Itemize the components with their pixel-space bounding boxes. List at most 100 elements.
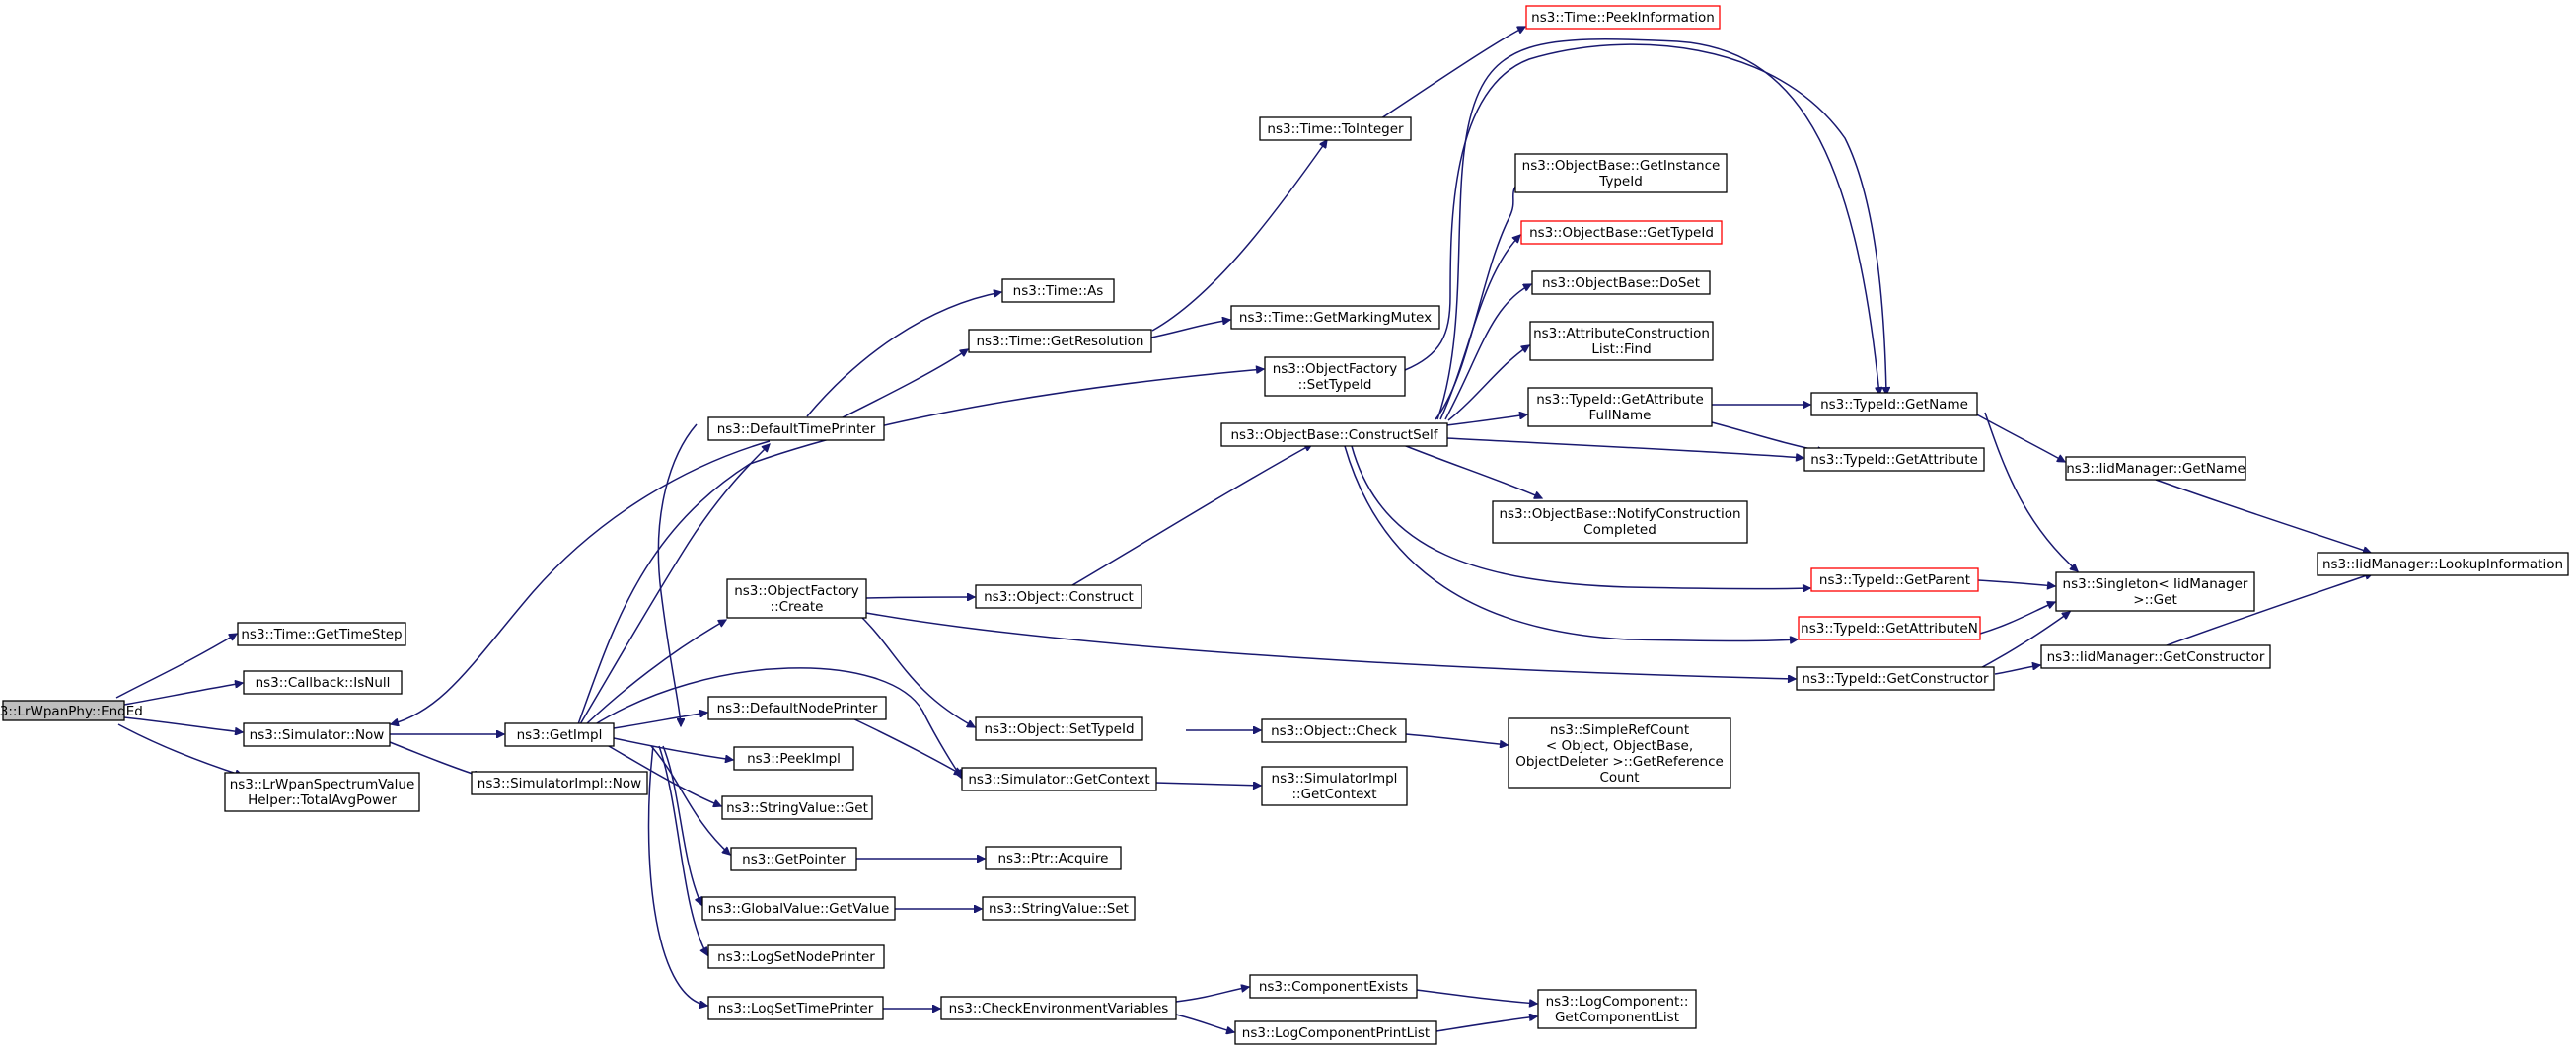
node-ns3-globalvalue-getvalue[interactable]: ns3::GlobalValue::GetValue bbox=[701, 896, 896, 921]
edge-getparent-singletonget bbox=[1977, 579, 2055, 586]
node-ns3-checkenvironmentvariables[interactable]: ns3::CheckEnvironmentVariables bbox=[940, 996, 1177, 1020]
node-ns3-typeid-getname[interactable]: ns3::TypeId::GetName bbox=[1810, 392, 1978, 416]
node-ns3-time-peekinformation[interactable]: ns3::Time::PeekInformation bbox=[1525, 5, 1721, 30]
node-ns3-typeid-getparent[interactable]: ns3::TypeId::GetParent bbox=[1810, 567, 1979, 592]
node-ns3-defaultnodeprinter[interactable]: ns3::DefaultNodePrinter bbox=[707, 696, 887, 720]
node-ns3-stringvalue-get[interactable]: ns3::StringValue::Get bbox=[721, 795, 873, 820]
node-ns3-time-getmarkingmutex[interactable]: ns3::Time::GetMarkingMutex bbox=[1230, 305, 1440, 330]
node-ns3-logcomponentprintlist[interactable]: ns3::LogComponentPrintList bbox=[1234, 1020, 1437, 1045]
node-ns3-simulator-now[interactable]: ns3::Simulator::Now bbox=[243, 722, 391, 747]
node-ns3-logsetnodeprinter[interactable]: ns3::LogSetNodePrinter bbox=[707, 944, 885, 969]
node-ns3-lrwpanspectrumvaluehelper-totalavgpower[interactable]: ns3::LrWpanSpectrumValue Helper::TotalAv… bbox=[224, 772, 420, 812]
node-ns3-callback-isnull[interactable]: ns3::Callback::IsNull bbox=[243, 670, 403, 695]
node-ns3-singleton-iidmanager-get[interactable]: ns3::Singleton< IidManager >::Get bbox=[2055, 571, 2255, 612]
node-ns3-simplerefcount-getreferencecount[interactable]: ns3::SimpleRefCount < Object, ObjectBase… bbox=[1508, 717, 1731, 789]
node-label: ns3::Time::PeekInformation bbox=[1531, 10, 1715, 26]
node-label: ns3::TypeId::GetAttribute bbox=[1536, 392, 1704, 408]
node-ns3-objectbase-constructself[interactable]: ns3::ObjectBase::ConstructSelf bbox=[1220, 422, 1448, 447]
node-label: ns3::ObjectBase::GetTypeId bbox=[1529, 225, 1714, 241]
node-ns3-getimpl[interactable]: ns3::GetImpl bbox=[504, 722, 615, 747]
node-ns3-getpointer[interactable]: ns3::GetPointer bbox=[730, 847, 857, 871]
edge-ended-totalavgpower bbox=[117, 723, 243, 776]
node-ns3-lrwpanphy-ended[interactable]: ns3::LrWpanPhy::EndEd bbox=[0, 700, 143, 721]
node-label: ns3::CheckEnvironmentVariables bbox=[949, 1001, 1169, 1016]
edge-check-simplerefcount bbox=[1405, 733, 1508, 745]
node-label: ns3::Object::Construct bbox=[984, 589, 1134, 605]
edge-getresolution-markingmutex bbox=[1150, 320, 1230, 338]
node-label: ns3::ObjectBase::NotifyConstruction bbox=[1499, 506, 1740, 522]
node-label: ns3::Time::ToInteger bbox=[1267, 121, 1404, 137]
edge-getimpl-peekimpl bbox=[613, 737, 733, 760]
node-ns3-objectbase-notifyconstructioncompleted[interactable]: ns3::ObjectBase::NotifyConstruction Comp… bbox=[1492, 500, 1748, 544]
node-label: ns3::SimulatorImpl::Now bbox=[478, 776, 641, 791]
node-ns3-defaulttimeprinter[interactable]: ns3::DefaultTimePrinter bbox=[707, 416, 885, 441]
node-label: ns3::Object::SetTypeId bbox=[984, 721, 1134, 737]
node-label: ns3::TypeId::GetConstructor bbox=[1802, 671, 1989, 687]
node-ns3-attributeconstructionlist-find[interactable]: ns3::AttributeConstruction List::Find bbox=[1529, 321, 1714, 361]
edge-getimpl-defaulttimeprinter bbox=[579, 444, 770, 725]
node-label: ns3::StringValue::Get bbox=[726, 800, 868, 816]
node-ns3-stringvalue-set[interactable]: ns3::StringValue::Set bbox=[982, 896, 1136, 921]
node-label: Helper::TotalAvgPower bbox=[248, 792, 397, 808]
node-ns3-logcomponent-getcomponentlist[interactable]: ns3::LogComponent:: GetComponentList bbox=[1537, 989, 1697, 1029]
node-label: ::SetTypeId bbox=[1298, 377, 1372, 393]
edge-constructself-typeidgetname bbox=[1436, 38, 1879, 420]
node-ns3-simulatorimpl-now[interactable]: ns3::SimulatorImpl::Now bbox=[471, 771, 648, 795]
node-ns3-iidmanager-lookupinformation[interactable]: ns3::IidManager::LookupInformation bbox=[2317, 552, 2569, 576]
node-ns3-object-settypeid[interactable]: ns3::Object::SetTypeId bbox=[975, 716, 1143, 741]
node-label: ns3::LogComponentPrintList bbox=[1242, 1025, 1430, 1041]
node-ns3-peekimpl[interactable]: ns3::PeekImpl bbox=[733, 746, 854, 771]
node-ns3-typeid-getattributefullname[interactable]: ns3::TypeId::GetAttribute FullName bbox=[1527, 387, 1713, 427]
node-ns3-ptr-acquire[interactable]: ns3::Ptr::Acquire bbox=[985, 846, 1122, 870]
node-label: ns3::LogComponent:: bbox=[1546, 994, 1689, 1010]
node-label: ns3::Simulator::Now bbox=[250, 727, 385, 743]
edge-getconstructor-singletonget bbox=[1972, 612, 2070, 673]
node-label: ns3::LrWpanPhy::EndEd bbox=[0, 704, 143, 719]
node-ns3-object-check[interactable]: ns3::Object::Check bbox=[1261, 718, 1407, 743]
node-ns3-objectbase-doset[interactable]: ns3::ObjectBase::DoSet bbox=[1531, 270, 1711, 295]
node-label: FullName bbox=[1589, 408, 1652, 423]
edge-getimpl-logsettimeprinter bbox=[647, 745, 707, 1006]
node-ns3-objectfactory-create[interactable]: ns3::ObjectFactory ::Create bbox=[726, 578, 867, 619]
edge-defaultnodeprinter-simgetcontext bbox=[847, 715, 962, 776]
edge-create-typeidgetconstructor bbox=[865, 612, 1796, 679]
edge-create-objectconstruct bbox=[865, 597, 975, 598]
node-label: ns3::TypeId::GetName bbox=[1820, 397, 1968, 413]
node-ns3-objectfactory-settypeid[interactable]: ns3::ObjectFactory ::SetTypeId bbox=[1264, 356, 1406, 397]
node-label: List::Find bbox=[1591, 341, 1651, 357]
edge-create-objectsettypeid bbox=[857, 613, 975, 728]
node-label: ObjectDeleter >::GetReference bbox=[1515, 754, 1724, 770]
node-label: ns3::IidManager::GetName bbox=[2066, 461, 2245, 477]
node-label: ns3::ObjectBase::ConstructSelf bbox=[1231, 427, 1439, 443]
edge-getimpl-logsetnodeprinter bbox=[658, 745, 708, 955]
node-ns3-typeid-getconstructor[interactable]: ns3::TypeId::GetConstructor bbox=[1796, 666, 1995, 691]
node-ns3-logsettimeprinter[interactable]: ns3::LogSetTimePrinter bbox=[707, 996, 884, 1020]
edge-constructself-objbasegettypeid bbox=[1439, 235, 1520, 420]
node-label: ::GetContext bbox=[1291, 787, 1376, 802]
node-ns3-typeid-getattribute[interactable]: ns3::TypeId::GetAttribute bbox=[1803, 447, 1985, 472]
edge-getimpl-defaultnodeprinter bbox=[613, 713, 707, 729]
node-label: ns3::PeekImpl bbox=[747, 751, 841, 767]
node-ns3-simulatorimpl-getcontext[interactable]: ns3::SimulatorImpl ::GetContext bbox=[1261, 766, 1408, 806]
node-ns3-iidmanager-getname[interactable]: ns3::IidManager::GetName bbox=[2065, 456, 2246, 481]
node-ns3-typeid-getattributen[interactable]: ns3::TypeId::GetAttributeN bbox=[1798, 616, 1981, 640]
edge-ended-gettimestep bbox=[115, 634, 237, 699]
node-ns3-time-gettimestep[interactable]: ns3::Time::GetTimeStep bbox=[237, 622, 406, 646]
node-label: Count bbox=[1599, 770, 1639, 786]
edge-getimpl-globalvaluegetvalue bbox=[662, 745, 701, 905]
node-ns3-object-construct[interactable]: ns3::Object::Construct bbox=[975, 584, 1142, 609]
node-ns3-objectbase-gettypeid[interactable]: ns3::ObjectBase::GetTypeId bbox=[1520, 220, 1723, 245]
node-ns3-objectbase-getinstancetypeid[interactable]: ns3::ObjectBase::GetInstance TypeId bbox=[1514, 153, 1728, 193]
edge-constructself-getparent bbox=[1351, 445, 1810, 589]
node-ns3-time-tointeger[interactable]: ns3::Time::ToInteger bbox=[1259, 116, 1412, 141]
node-ns3-time-getresolution[interactable]: ns3::Time::GetResolution bbox=[968, 329, 1152, 353]
node-ns3-componentexists[interactable]: ns3::ComponentExists bbox=[1249, 974, 1418, 999]
call-edges bbox=[115, 26, 2373, 1032]
node-ns3-iidmanager-getconstructor[interactable]: ns3::IidManager::GetConstructor bbox=[2040, 644, 2271, 669]
call-nodes: ns3::LrWpanPhy::EndEd ns3::Time::GetTime… bbox=[0, 5, 2569, 1045]
node-ns3-time-as[interactable]: ns3::Time::As bbox=[1001, 278, 1115, 303]
node-label: >::Get bbox=[2133, 592, 2176, 608]
node-label: ns3::AttributeConstruction bbox=[1533, 326, 1710, 341]
node-ns3-simulator-getcontext[interactable]: ns3::Simulator::GetContext bbox=[961, 767, 1157, 791]
